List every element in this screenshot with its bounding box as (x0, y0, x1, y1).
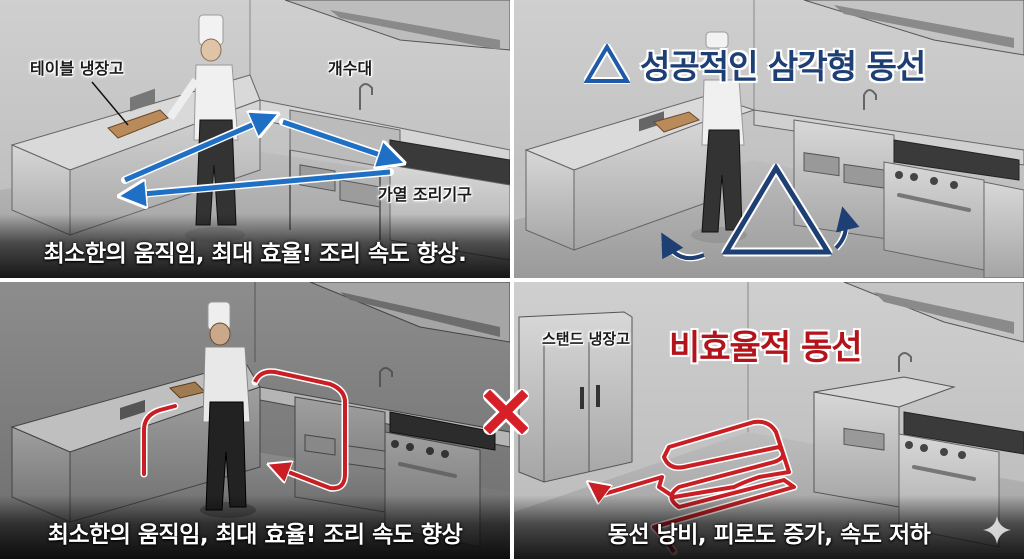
kitchen-illustration (514, 0, 1024, 278)
caption: 동선 낭비, 피로도 증가, 속도 저하 (607, 522, 931, 548)
title-inefficient-flow: 비효율적 동선 (669, 328, 863, 368)
label-stand-fridge: 스탠드 냉장고 (542, 330, 631, 348)
label-table-fridge: 테이블 냉장고 (30, 59, 124, 78)
panel-successful-triangle: 성공적인 삼각형 동선 (514, 0, 1024, 278)
label-cooking-equipment: 가열 조리기구 (378, 185, 472, 204)
panel-inefficient-flow: 비효율적 동선 스탠드 냉장고 동선 낭비, 피로도 증가, 속도 저하 (514, 282, 1024, 559)
caption: 최소한의 움직임, 최대 효율! 조리 속도 향상. (43, 241, 467, 267)
flow-arrows (125, 117, 396, 195)
caption-band (0, 214, 510, 278)
triangle-outline-icon (584, 44, 630, 84)
kitchen-illustration (0, 0, 510, 278)
panel-efficient-flow: 테이블 냉장고 개수대 가열 조리기구 최소한의 움직임, 최대 효율! 조리 … (0, 0, 510, 278)
title-text: 성공적인 삼각형 동선 (640, 47, 926, 86)
panel-detour-flow: 최소한의 움직임, 최대 효율! 조리 속도 향상 (0, 282, 510, 559)
caption-band (514, 495, 1024, 559)
caption: 최소한의 움직임, 최대 효율! 조리 속도 향상 (47, 522, 463, 548)
caption-band (0, 495, 510, 559)
title-successful-triangle: 성공적인 삼각형 동선 (584, 40, 926, 88)
sparkle-icon (983, 516, 1011, 544)
label-sink: 개수대 (328, 59, 373, 78)
x-mark-icon (483, 389, 529, 435)
